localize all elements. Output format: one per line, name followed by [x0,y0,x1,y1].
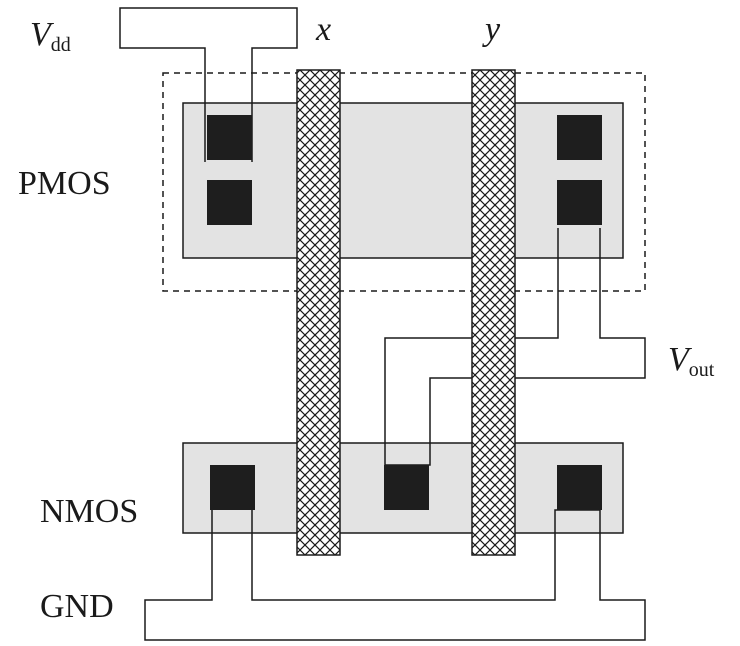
vout-label: Vout [668,341,715,381]
nmos-contact-middle [384,465,429,510]
pmos-contact-left-bottom [207,180,252,225]
input-y-label: y [482,11,501,48]
pmos-contact-right-top [557,115,602,160]
vdd-label: Vdd [30,16,71,56]
poly-gate-x [296,69,341,556]
gnd-label: GND [40,588,114,625]
gnd-metal [144,509,646,641]
pmos-label: PMOS [18,165,111,202]
pmos-contact-right-bottom [557,180,602,225]
vdd-metal [119,7,298,162]
pmos-diffusion [182,102,624,259]
nmos-label: NMOS [40,493,138,530]
nmos-contact-left [210,465,255,510]
input-x-label: x [315,11,331,48]
nmos-contact-right [557,465,602,510]
pmos-well-outline [162,72,646,292]
pmos-contact-left-top [207,115,252,160]
poly-gate-y [471,69,516,556]
